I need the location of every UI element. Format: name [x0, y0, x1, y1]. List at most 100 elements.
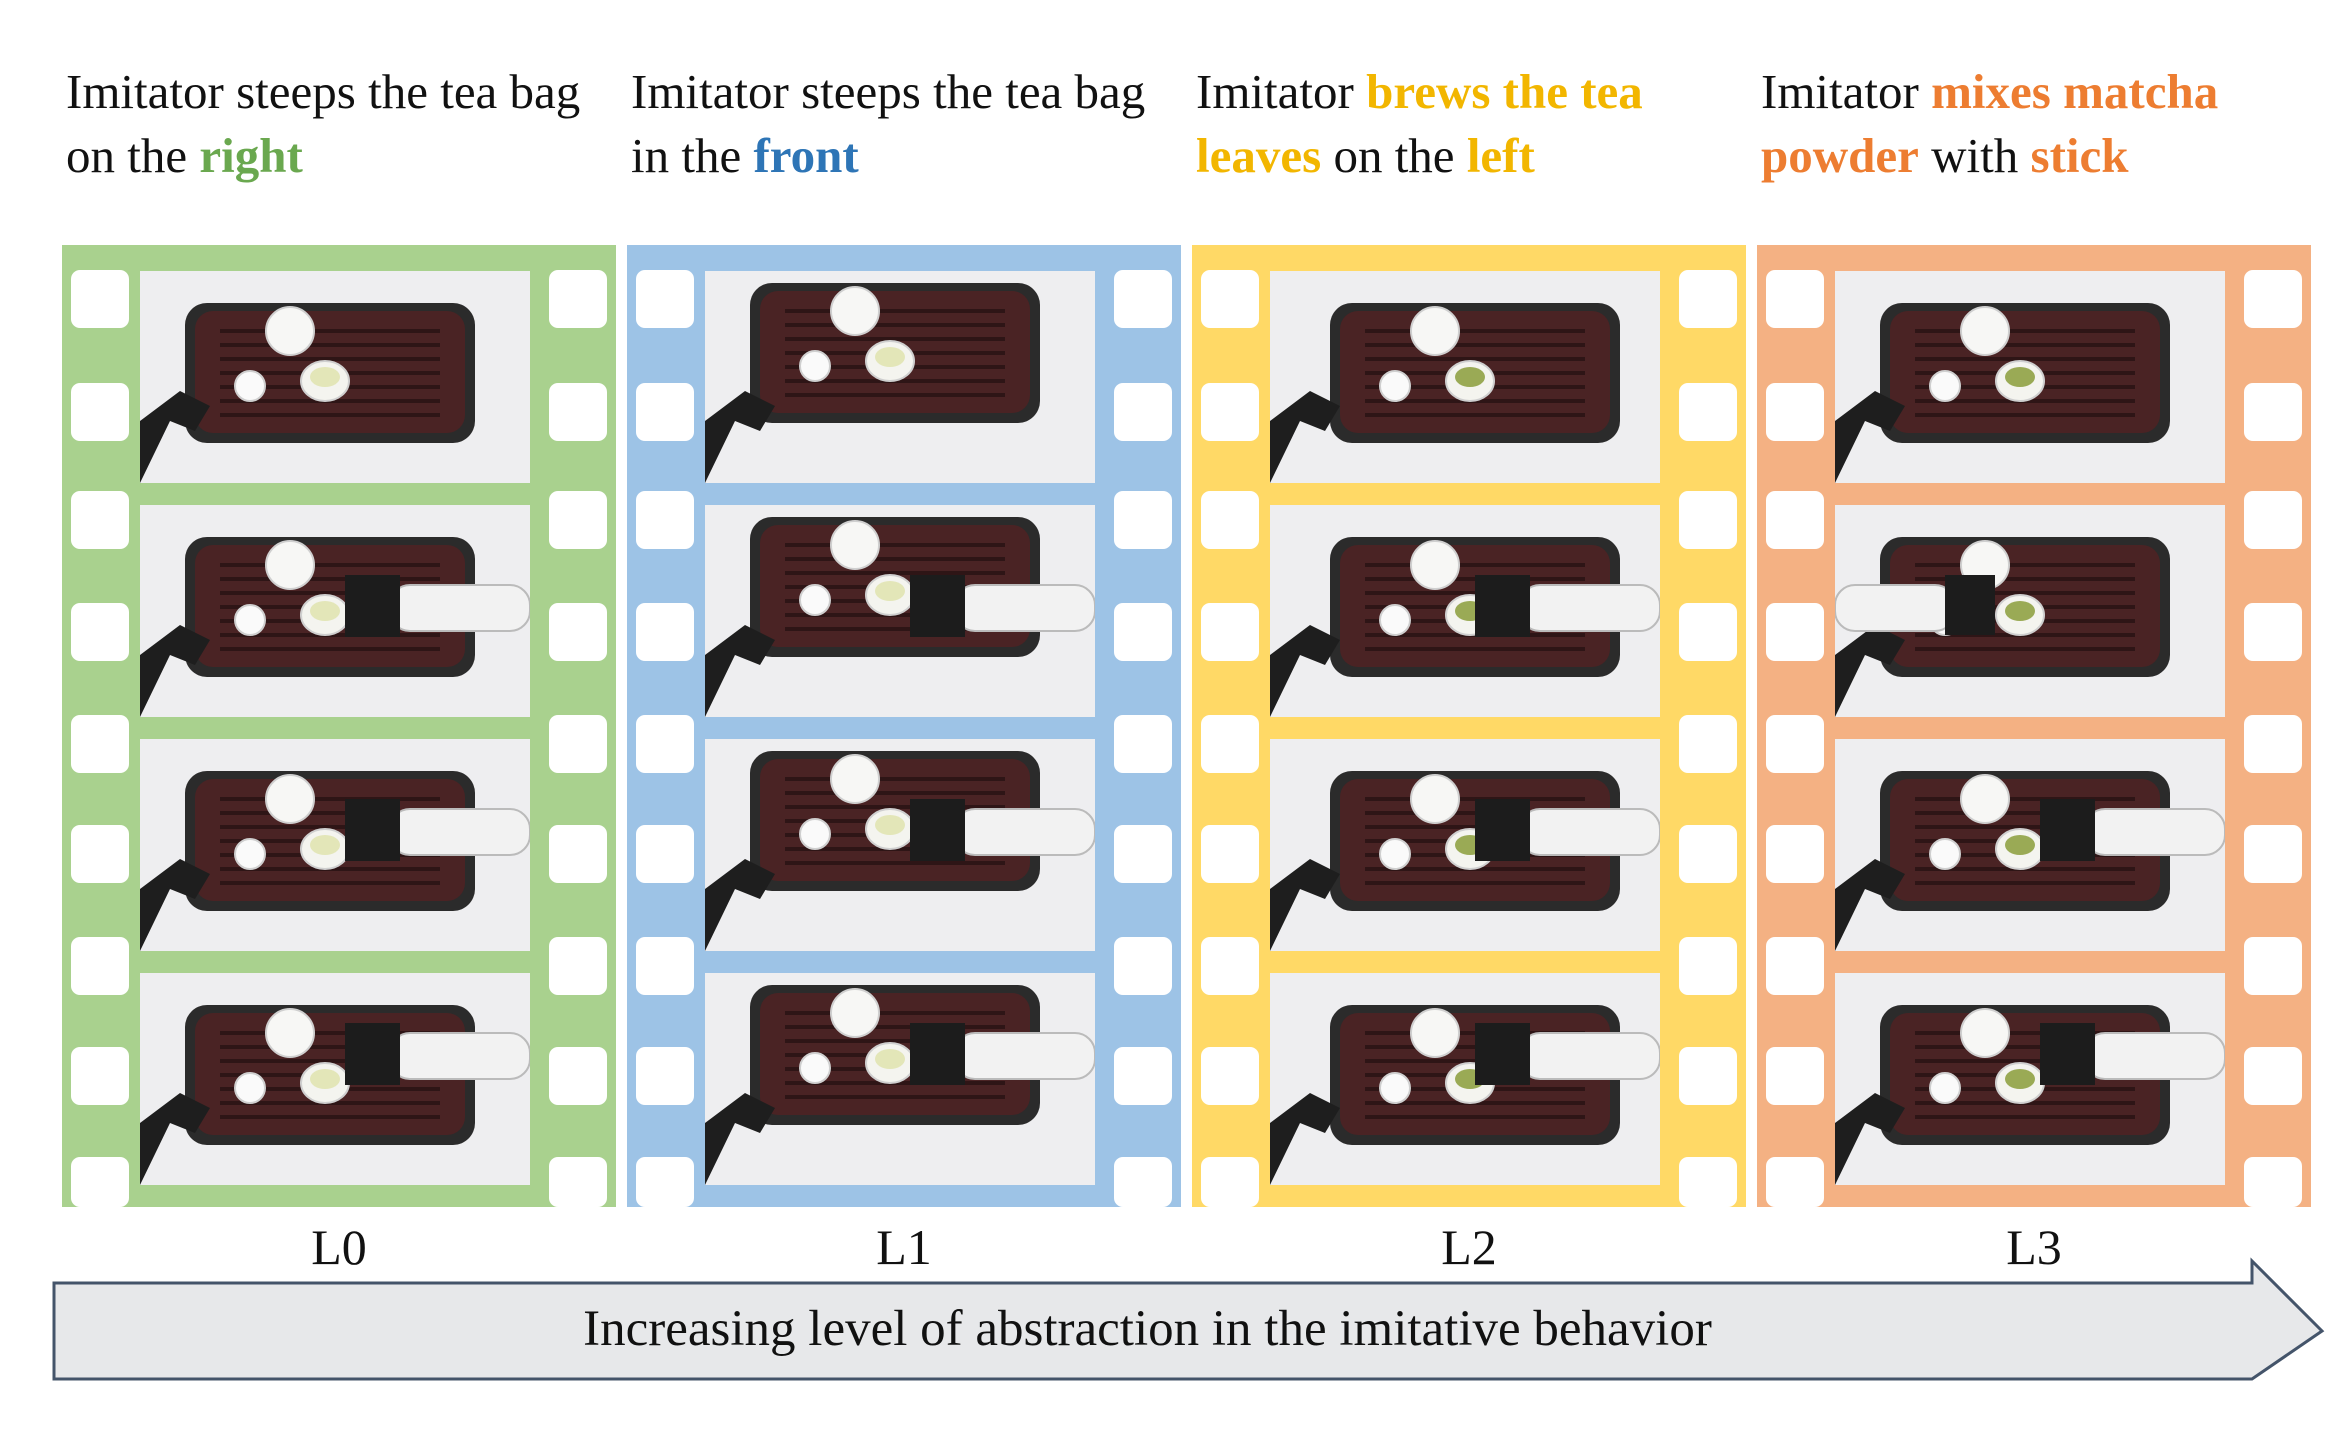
caption-text: Imitator steeps the tea bag in the — [631, 64, 1146, 183]
caption-l0: Imitator steeps the tea bag on the right — [66, 60, 626, 188]
video-frame-3 — [140, 739, 530, 951]
sprocket-hole — [2244, 825, 2302, 883]
video-frame-3 — [1270, 739, 1660, 951]
film-strip-l0 — [62, 245, 616, 1207]
video-frame-4 — [705, 973, 1095, 1185]
sprocket-hole — [1766, 603, 1824, 661]
sprocket-hole — [549, 603, 607, 661]
caption-highlight: stick — [2030, 128, 2129, 183]
sprocket-hole — [1679, 825, 1737, 883]
sprocket-hole — [1679, 1157, 1737, 1207]
sprocket-hole — [549, 1047, 607, 1105]
sprocket-hole — [549, 1157, 607, 1207]
sprocket-hole — [1766, 715, 1824, 773]
sprocket-hole — [549, 383, 607, 441]
sprocket-hole — [1201, 1047, 1259, 1105]
sprocket-hole — [549, 825, 607, 883]
sprocket-hole — [1766, 491, 1824, 549]
caption-text: on the — [1321, 128, 1467, 183]
film-strip-l3 — [1757, 245, 2311, 1207]
sprocket-hole — [1114, 715, 1172, 773]
column-l1: Imitator steeps the tea bag in the front… — [627, 0, 1193, 1300]
caption-highlight: front — [753, 128, 859, 183]
sprocket-hole — [2244, 937, 2302, 995]
video-frame-2 — [705, 505, 1095, 717]
caption-highlight: brews the tea leaves — [1196, 64, 1643, 183]
sprocket-hole — [1679, 270, 1737, 328]
video-frame-2 — [1270, 505, 1660, 717]
caption-highlight: right — [199, 128, 303, 183]
film-strip-l1 — [627, 245, 1181, 1207]
sprocket-hole — [1114, 491, 1172, 549]
level-label-l0: L0 — [311, 1219, 367, 1275]
sprocket-hole — [2244, 1157, 2302, 1207]
video-frame-4 — [1835, 973, 2225, 1185]
video-frame-3 — [705, 739, 1095, 951]
sprocket-hole — [2244, 715, 2302, 773]
sprocket-hole — [1679, 383, 1737, 441]
column-l2: Imitator brews the tea leaves on the lef… — [1192, 0, 1758, 1300]
video-frame-4 — [140, 973, 530, 1185]
sprocket-hole — [2244, 270, 2302, 328]
sprocket-hole — [2244, 603, 2302, 661]
sprocket-hole — [1201, 603, 1259, 661]
video-frame-1 — [1270, 271, 1660, 483]
sprocket-hole — [2244, 491, 2302, 549]
level-label-l3: L3 — [2006, 1219, 2062, 1275]
sprocket-hole — [636, 383, 694, 441]
sprocket-hole — [71, 491, 129, 549]
sprocket-hole — [636, 603, 694, 661]
caption-l3: Imitator mixes matcha powder with stick — [1761, 60, 2321, 188]
sprocket-hole — [1114, 825, 1172, 883]
sprocket-hole — [1679, 715, 1737, 773]
sprocket-hole — [1201, 937, 1259, 995]
sprocket-hole — [71, 715, 129, 773]
sprocket-hole — [1766, 937, 1824, 995]
sprocket-hole — [1114, 937, 1172, 995]
sprocket-hole — [549, 715, 607, 773]
sprocket-hole — [636, 270, 694, 328]
sprocket-hole — [2244, 1047, 2302, 1105]
sprocket-hole — [1201, 825, 1259, 883]
sprocket-hole — [1766, 1047, 1824, 1105]
column-l3: Imitator mixes matcha powder with stick … — [1757, 0, 2323, 1300]
level-label-l1: L1 — [876, 1219, 932, 1275]
video-frame-3 — [1835, 739, 2225, 951]
video-frame-4 — [1270, 973, 1660, 1185]
sprocket-hole — [1114, 603, 1172, 661]
sprocket-hole — [1679, 1047, 1737, 1105]
sprocket-hole — [1114, 1047, 1172, 1105]
film-strip-l2 — [1192, 245, 1746, 1207]
arrow-shape — [52, 1257, 2325, 1381]
caption-highlight: mixes matcha powder — [1761, 64, 2219, 183]
sprocket-hole — [1766, 1157, 1824, 1207]
sprocket-hole — [71, 270, 129, 328]
sprocket-hole — [1766, 270, 1824, 328]
caption-text: Imitator — [1761, 64, 1932, 119]
sprocket-hole — [1679, 937, 1737, 995]
sprocket-hole — [636, 715, 694, 773]
sprocket-hole — [1766, 825, 1824, 883]
caption-l2: Imitator brews the tea leaves on the lef… — [1196, 60, 1756, 188]
sprocket-hole — [1114, 270, 1172, 328]
sprocket-hole — [71, 825, 129, 883]
level-label-l2: L2 — [1441, 1219, 1497, 1275]
sprocket-hole — [549, 270, 607, 328]
sprocket-hole — [71, 1047, 129, 1105]
sprocket-hole — [1114, 1157, 1172, 1207]
video-frame-2 — [140, 505, 530, 717]
caption-text: with — [1918, 128, 2031, 183]
caption-text: Imitator steeps the tea bag on the — [66, 64, 581, 183]
sprocket-hole — [71, 603, 129, 661]
video-frame-1 — [140, 271, 530, 483]
sprocket-hole — [636, 1157, 694, 1207]
video-frame-2 — [1835, 505, 2225, 717]
sprocket-hole — [636, 491, 694, 549]
caption-l1: Imitator steeps the tea bag in the front — [631, 60, 1191, 188]
sprocket-hole — [549, 491, 607, 549]
caption-highlight: left — [1466, 128, 1535, 183]
sprocket-hole — [71, 937, 129, 995]
sprocket-hole — [636, 937, 694, 995]
sprocket-hole — [1201, 491, 1259, 549]
column-l0: Imitator steeps the tea bag on the right… — [62, 0, 628, 1300]
